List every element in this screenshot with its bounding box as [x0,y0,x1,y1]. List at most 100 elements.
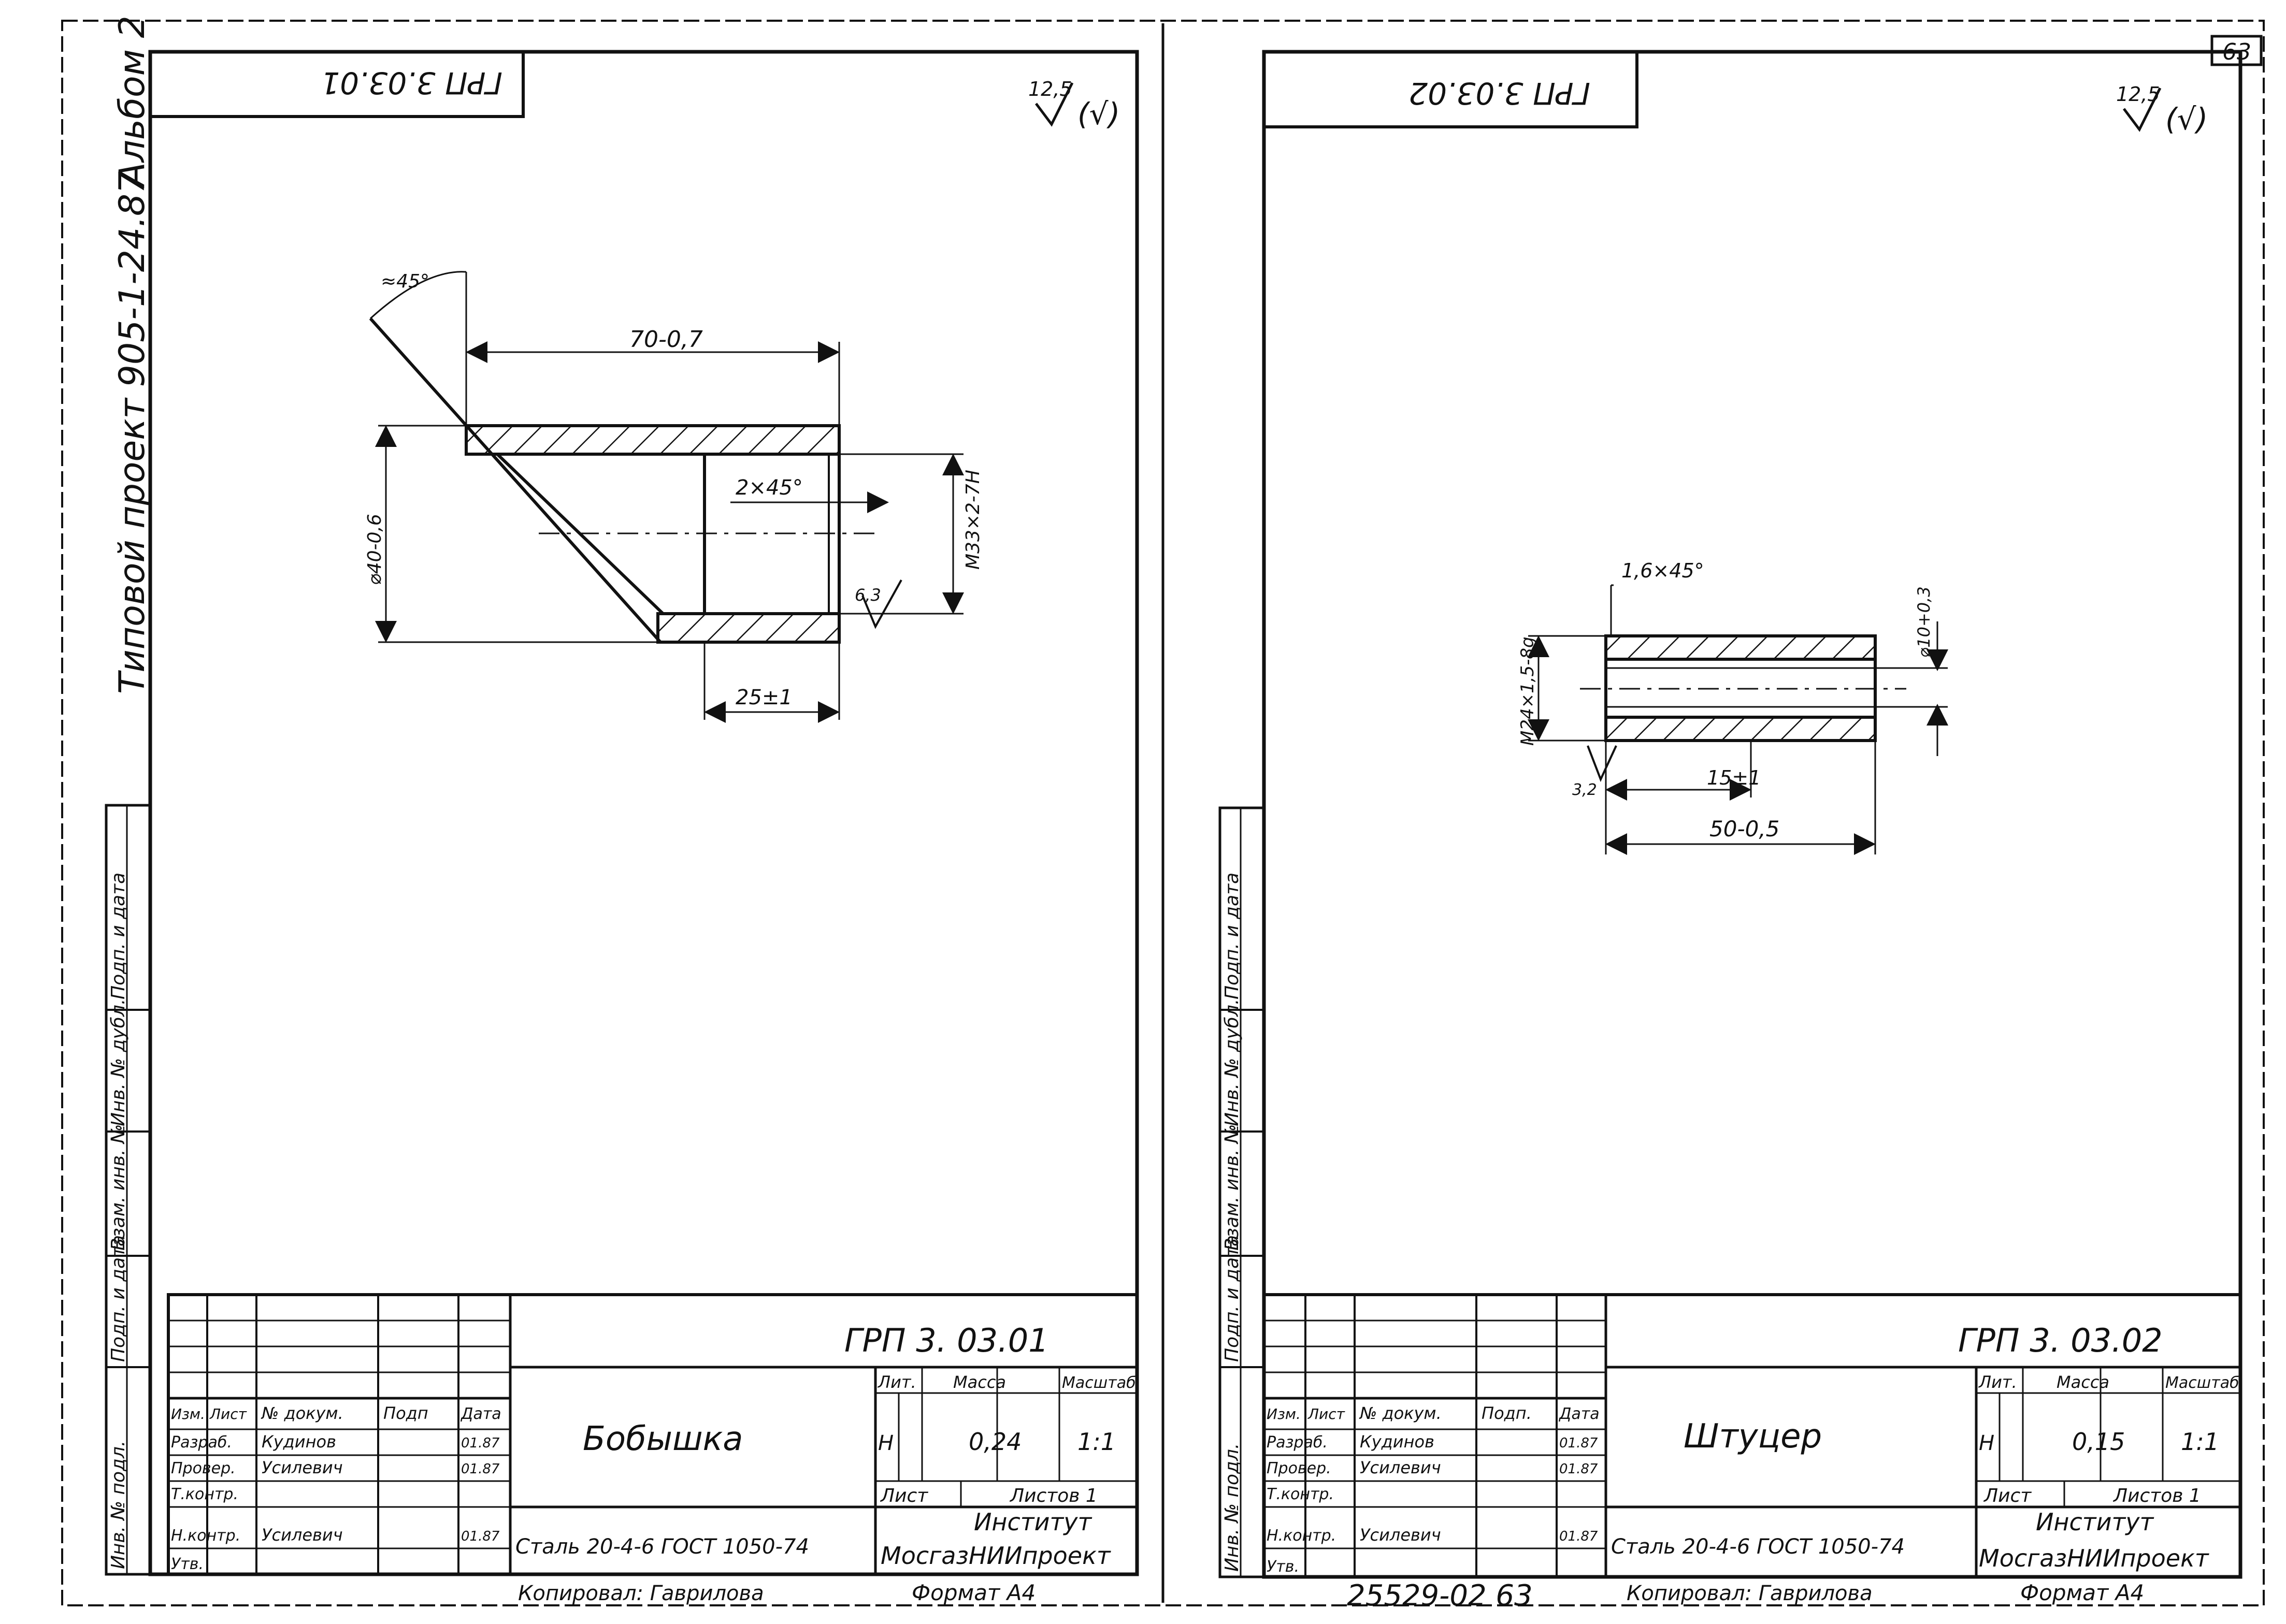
role-row-4: Н.контр. [171,1527,240,1545]
svg-text:Лист: Лист [880,1485,928,1506]
svg-text:Разраб.: Разраб. [1267,1433,1328,1452]
project-label: Типовой проект 905-1-24.87 [112,171,153,694]
svg-text:Лист: Лист [1307,1405,1345,1423]
svg-text:Т.контр.: Т.контр. [1267,1485,1334,1503]
svg-text:№ докум.: № докум. [1359,1403,1442,1423]
left-material: Сталь 20-4-6 ГОСТ 1050-74 [515,1535,809,1559]
dim-chamfer-right: 1,6×45° [1621,559,1704,582]
svg-text:Дата: Дата [460,1405,501,1423]
svg-text:Дата: Дата [1558,1405,1600,1423]
dim-diameter-right: ⌀10+0,3 [1914,586,1934,658]
left-code-inverted: ГРП 3.03.01 [321,65,502,100]
stamp-cell-5: Инв. № подл. [108,1441,129,1569]
dim-thread-length-right: 15±1 [1707,766,1761,789]
svg-text:(√): (√) [1077,96,1120,132]
left-code-box [149,50,525,118]
right-lit: Н [1979,1431,1994,1455]
page-outline [61,20,2265,1606]
right-drawing-code: ГРП 3. 03.02 [1958,1322,2163,1359]
svg-text:Листов 1: Листов 1 [2112,1485,2201,1506]
svg-text:Подп: Подп [383,1403,428,1423]
name-row-2: Усилевич [262,1458,343,1477]
svg-text:Провер.: Провер. [1267,1459,1331,1477]
left-format: Формат А4 [912,1580,1036,1605]
dim-diameter: ⌀40-0,6 [364,514,385,585]
right-code-box [1262,50,1638,128]
svg-text:Усилевич: Усилевич [1360,1458,1441,1477]
svg-text:Лит.: Лит. [1978,1372,2017,1392]
name-row-1: Кудинов [262,1432,336,1452]
role-row-1: Разраб. [171,1433,232,1452]
date-row-4: 01.87 [461,1529,500,1544]
svg-text:Инв. № подл.: Инв. № подл. [1221,1443,1243,1572]
stamp-cell-1: Подп. и дата [108,873,129,999]
dim-roughness-right: 3,2 [1572,781,1597,799]
dim-thread-length: 25±1 [736,686,793,709]
svg-text:Взам. инв. №: Взам. инв. № [1221,1124,1243,1251]
svg-text:Подп.: Подп. [1482,1403,1532,1423]
right-copied-by: Копировал: Гаврилова [1627,1582,1873,1605]
svg-text:Утв.: Утв. [1267,1558,1299,1576]
svg-text:Подп. и дата: Подп. и дата [1221,1235,1243,1362]
svg-text:01.87: 01.87 [1559,1529,1598,1544]
dim-length-right: 50-0,5 [1709,816,1779,842]
right-org-1: Институт [2036,1508,2154,1536]
stamp-cell-3: Взам. инв. № [108,1124,129,1251]
dim-chamfer: 2×45° [736,476,803,500]
svg-text:01.87: 01.87 [1559,1436,1598,1451]
svg-text:Усилевич: Усилевич [1360,1525,1441,1545]
right-code-inverted: ГРП 3.03.02 [1408,76,1590,111]
svg-text:Лист: Лист [209,1405,247,1423]
right-roughness-mark: 12,5 (√) [2116,83,2208,137]
dim-angle: ≈45° [381,271,429,292]
left-drawing-code: ГРП 3. 03.01 [844,1322,1049,1359]
left-part-name: Бобышка [583,1420,743,1458]
svg-text:Лит.: Лит. [878,1372,916,1392]
svg-text:Изм.: Изм. [1267,1405,1301,1423]
svg-text:Лист: Лист [1983,1485,2032,1506]
right-part-drawing: М24×1,5-8g ⌀10+0,3 1,6×45° 3,2 15±1 50-0… [1517,559,1948,855]
footer-number: 25529-02 63 [1347,1579,1533,1613]
album-label: Альбом 2 [112,16,153,189]
role-row-5: Утв. [171,1555,204,1573]
name-row-4: Усилевич [262,1525,343,1545]
dim-thread: М33×2-7Н [962,470,984,570]
left-lit: Н [878,1431,894,1455]
dim-thread-right: М24×1,5-8g [1517,636,1538,746]
stamp-cell-4: Подп. и дата [108,1235,129,1362]
svg-text:Подп. и дата: Подп. и дата [1221,873,1243,999]
svg-text:Инв. № дубл.: Инв. № дубл. [1221,999,1243,1126]
left-org-2: МосгазНИИпроект [881,1542,1111,1570]
left-scale: 1:1 [1077,1428,1116,1456]
right-scale: 1:1 [2181,1428,2219,1456]
left-part-drawing: 70-0,7 ≈45° ⌀40-0,6 М33×2-7Н 2×45° 6,3 [364,271,984,723]
svg-text:01.87: 01.87 [1559,1461,1598,1477]
svg-text:Масштаб: Масштаб [1062,1374,1136,1392]
svg-text:Н.контр.: Н.контр. [1267,1527,1336,1545]
dim-roughness-inner: 6,3 [855,585,881,605]
role-row-2: Провер. [171,1459,236,1477]
svg-text:Масса: Масса [2057,1372,2109,1392]
left-mass: 0,24 [969,1428,1022,1456]
left-org-1: Институт [974,1508,1092,1536]
right-title-block: Изм. Лист № докум. Подп. Дата Разраб. Ку… [1262,1293,2242,1578]
right-format: Формат А4 [2020,1580,2144,1605]
svg-text:(√): (√) [2165,102,2208,137]
left-side-stamp: Подп. и дата Инв. № дубл. Взам. инв. № П… [105,804,152,1576]
svg-text:Изм.: Изм. [171,1405,205,1423]
right-sheet: Подп. и дата Инв. № дубл. Взам. инв. № П… [1218,50,2242,1613]
right-part-name: Штуцер [1684,1417,1822,1456]
stamp-cell-2: Инв. № дубл. [108,999,129,1126]
svg-text:Масштаб: Масштаб [2165,1374,2239,1392]
right-org-2: МосгазНИИпроект [1979,1544,2209,1572]
date-row-2: 01.87 [461,1461,500,1477]
role-row-3: Т.контр. [171,1485,238,1503]
date-row-1: 01.87 [461,1436,500,1451]
left-roughness-mark: 12,5 (√) [1028,78,1120,132]
right-material: Сталь 20-4-6 ГОСТ 1050-74 [1611,1535,1905,1559]
svg-text:№ докум.: № докум. [261,1403,343,1423]
left-copied-by: Копировал: Гаврилова [518,1582,764,1605]
right-mass: 0,15 [2072,1428,2125,1456]
svg-text:Кудинов: Кудинов [1360,1432,1434,1452]
